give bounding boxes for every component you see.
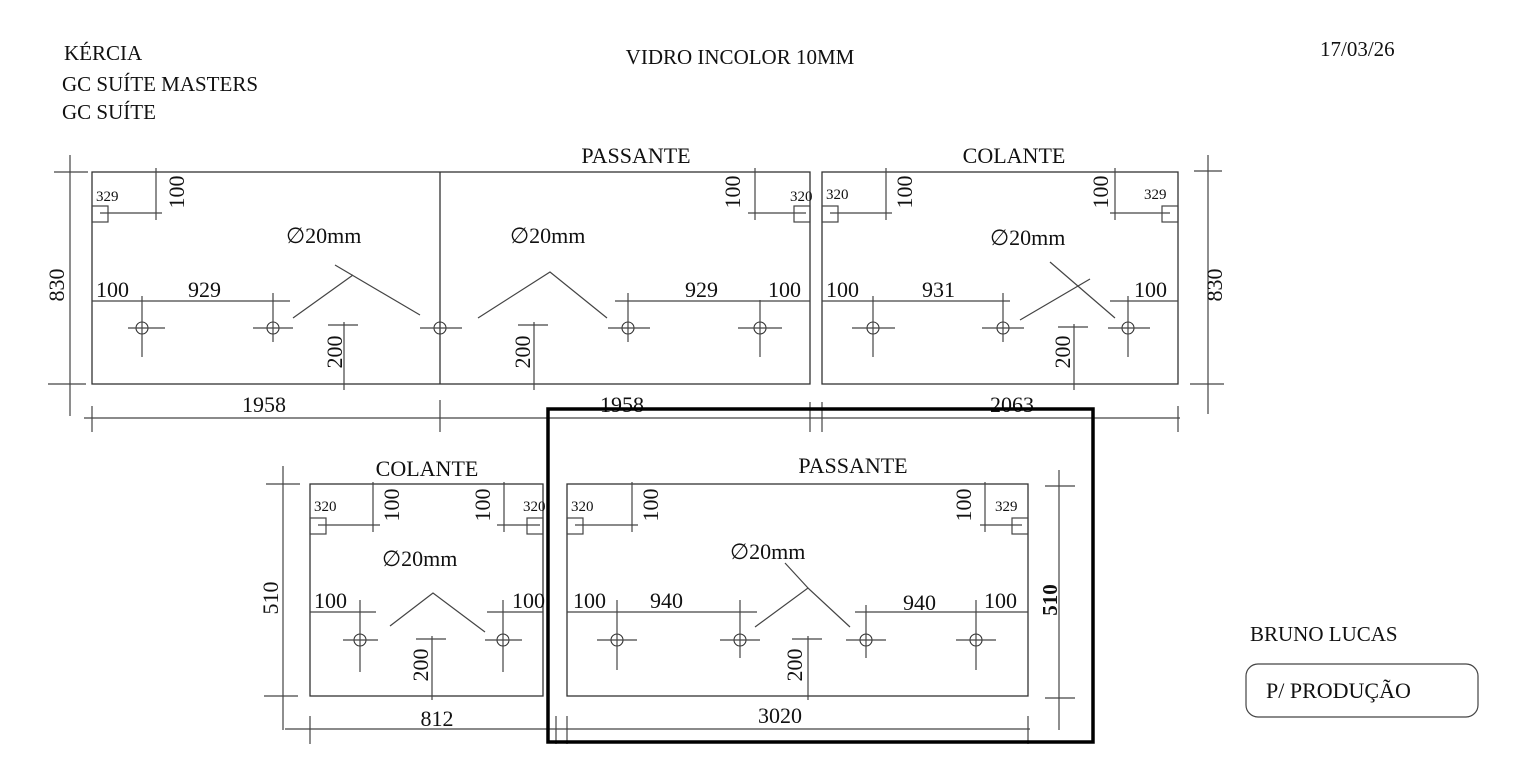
- hinge-cutout: [309, 517, 327, 535]
- height-right-top: 830: [1202, 269, 1227, 302]
- panel-b-top-dim: 100: [720, 176, 745, 209]
- bottom-row: COLANTE PASSANTE 510 510 812 3020 320 10…: [258, 453, 1075, 744]
- panel-c-top-dim-left: 100: [892, 176, 917, 209]
- panel-a-outline: [91, 171, 811, 385]
- drill-hole: [608, 293, 650, 342]
- panel-d-top-dim-right: 100: [470, 489, 495, 522]
- panel-e-top-offset-left: 320: [571, 499, 594, 515]
- panel-d-top-dim-left: 100: [379, 489, 404, 522]
- panel-c-edge-left: 100: [826, 277, 859, 302]
- leader-line: [292, 274, 354, 319]
- hinge-cutout: [793, 205, 811, 223]
- panel-c-top-offset-left: 320: [826, 187, 849, 203]
- panel-e-spacing-right: 940: [903, 590, 936, 615]
- leader-line: [1049, 261, 1116, 319]
- height-left-top: 830: [44, 269, 69, 302]
- panel-b-top-offset: 320: [790, 189, 813, 205]
- panel-e-edge-left: 100: [573, 588, 606, 613]
- drill-hole: [852, 296, 895, 357]
- width-d: 812: [421, 706, 454, 731]
- leader-line: [1019, 278, 1091, 321]
- drill-hole: [485, 600, 522, 672]
- panel-c-edge-right: 100: [1134, 277, 1167, 302]
- panel-d-top-offset-left: 320: [314, 499, 337, 515]
- width-a: 1958: [242, 392, 286, 417]
- project-line-2: GC SUÍTE: [62, 100, 156, 124]
- drill-hole: [738, 300, 782, 357]
- panel-d-top-offset-right: 320: [523, 499, 546, 515]
- panel-e-bottom: 200: [782, 649, 807, 682]
- status-label: P/ PRODUÇÃO: [1266, 678, 1411, 703]
- panel-c-top-offset-right: 329: [1144, 187, 1167, 203]
- height-right-bottom: 510: [1038, 584, 1062, 616]
- panel-d-edge-left: 100: [314, 588, 347, 613]
- panel-d-outline: [309, 483, 544, 697]
- hinge-cutout: [821, 205, 839, 223]
- hinge-cutout: [91, 205, 109, 223]
- height-left-bottom: 510: [258, 582, 283, 615]
- panel-d-bottom: 200: [408, 649, 433, 682]
- drill-hole: [982, 293, 1024, 342]
- drill-hole: [420, 321, 462, 335]
- client-name: KÉRCIA: [64, 41, 143, 65]
- hinge-cutout: [526, 517, 544, 535]
- panel-e-top-dim-right: 100: [951, 489, 976, 522]
- panel-b-diameter: ∅20mm: [510, 223, 585, 248]
- drill-hole: [128, 296, 165, 357]
- leader-line: [784, 562, 809, 589]
- selection-highlight-box: [546, 407, 1095, 744]
- panel-e-spacing-left: 940: [650, 588, 683, 613]
- width-e: 3020: [758, 703, 802, 728]
- panel-d-edge-right: 100: [512, 588, 545, 613]
- panel-e-top-dim-left: 100: [638, 489, 663, 522]
- drill-hole: [343, 600, 378, 672]
- panel-e-top-offset-right: 329: [995, 499, 1018, 515]
- panel-a-edge: 100: [96, 277, 129, 302]
- drill-hole: [253, 293, 293, 342]
- panel-a-top-dim: 100: [164, 176, 189, 209]
- width-b: 1958: [600, 392, 644, 417]
- drill-holes: [128, 293, 1150, 672]
- panel-c-label: COLANTE: [963, 143, 1066, 168]
- width-c: 2063: [990, 392, 1034, 417]
- panel-d-diameter: ∅20mm: [382, 546, 457, 571]
- panel-c-diameter: ∅20mm: [990, 225, 1065, 250]
- panel-e-edge-right: 100: [984, 588, 1017, 613]
- drill-hole: [956, 600, 996, 670]
- panel-c-top-dim-right: 100: [1088, 176, 1113, 209]
- panel-b-bottom: 200: [510, 336, 535, 369]
- drill-hole: [846, 605, 886, 658]
- leader-line: [334, 264, 421, 316]
- panel-b-spacing: 929: [685, 277, 718, 302]
- panel-e-diameter: ∅20mm: [730, 539, 805, 564]
- drill-hole: [1108, 296, 1150, 357]
- author-name: BRUNO LUCAS: [1250, 622, 1398, 646]
- panel-d-label: COLANTE: [376, 456, 479, 481]
- status-stamp: [1245, 663, 1479, 718]
- panel-e-label: PASSANTE: [798, 453, 907, 478]
- panel-a-diameter: ∅20mm: [286, 223, 361, 248]
- hinge-cutout: [1011, 517, 1029, 535]
- hinge-cutout: [566, 517, 584, 535]
- top-row: 830 830 1958 1958 2063 PASSANTE COLANTE …: [44, 143, 1227, 432]
- panel-b-edge: 100: [768, 277, 801, 302]
- leader-line: [754, 587, 851, 628]
- panel-c-outline: [821, 171, 1179, 385]
- panel-c-bottom: 200: [1050, 336, 1075, 369]
- panel-a-spacing: 929: [188, 277, 221, 302]
- panel-c-spacing: 931: [922, 277, 955, 302]
- drill-hole: [720, 600, 760, 658]
- panel-b-label: PASSANTE: [581, 143, 690, 168]
- hinge-cutout: [1161, 205, 1179, 223]
- panel-a-top-offset: 329: [96, 189, 119, 205]
- drill-hole: [597, 600, 637, 670]
- project-line-1: GC SUÍTE MASTERS: [62, 72, 258, 96]
- date: 17/03/26: [1320, 37, 1395, 61]
- leader-line: [389, 592, 486, 633]
- leader-line: [477, 271, 608, 319]
- panel-e-outline: [566, 483, 1029, 697]
- material-title: VIDRO INCOLOR 10MM: [626, 45, 855, 69]
- panel-a-bottom: 200: [322, 336, 347, 369]
